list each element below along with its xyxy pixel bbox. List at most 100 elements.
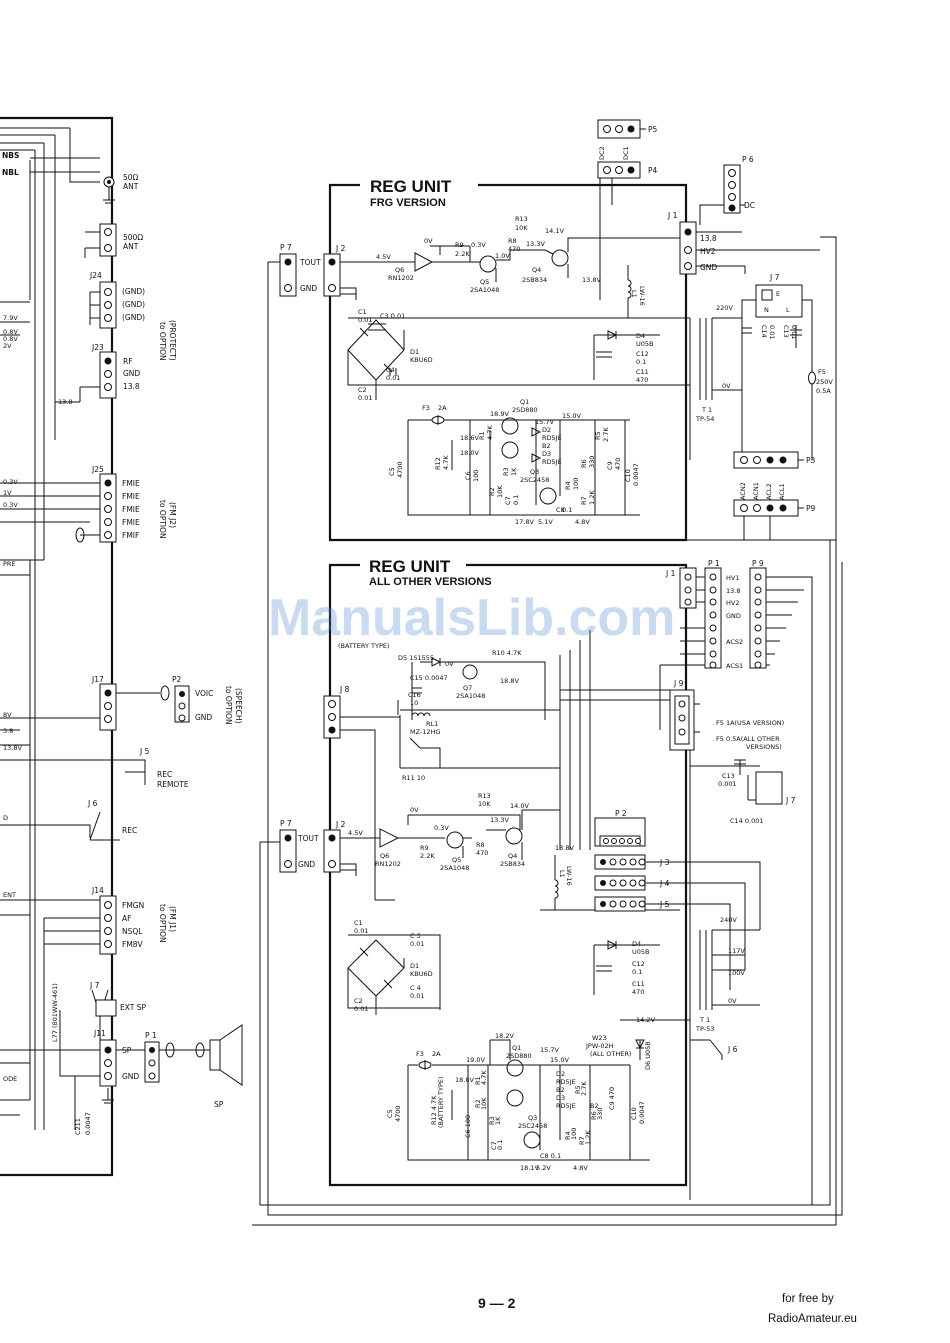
other-d5: D5 1S1555 xyxy=(398,654,434,662)
frg-d3: D3 xyxy=(542,450,551,458)
other-r4: R4 xyxy=(564,1131,572,1140)
other-c2-value: 0.01 xyxy=(354,1005,368,1013)
other-19-0v: 19.0V xyxy=(466,1056,485,1064)
label-fm-j2: (FM J2) xyxy=(168,502,177,528)
other-c10: C10 xyxy=(630,1107,638,1120)
label-j23-gnd: GND xyxy=(123,369,140,378)
other-18-8v: 18.8V xyxy=(500,677,519,685)
frg-r1-value: 4.7K xyxy=(486,425,494,440)
label-gnd-3: (GND) xyxy=(122,313,145,322)
label-pre: PRE xyxy=(3,560,16,568)
other-r8: R8 xyxy=(476,841,485,849)
label-j23-13-8: 13.8 xyxy=(123,382,140,391)
other-d3: D3 xyxy=(556,1094,565,1102)
label-acn2: ACN2 xyxy=(739,482,747,500)
other-d2: D2 xyxy=(556,1070,565,1078)
label-p5: P5 xyxy=(648,125,658,134)
other-r2: R2 xyxy=(474,1099,482,1108)
other-18-1v: 18.1V xyxy=(520,1164,539,1172)
other-d2-b2: B2 xyxy=(556,1086,565,1094)
label-j24: J24 xyxy=(89,271,102,280)
frg-r8: R8 xyxy=(508,237,517,245)
label-ant-2: ANT xyxy=(123,242,139,251)
other-c7: C7 xyxy=(490,1141,498,1150)
other-15-0v: 15.0V xyxy=(550,1056,569,1064)
other-rn1202: RN1202 xyxy=(375,860,401,868)
frg-d1: D1 xyxy=(410,348,419,356)
other-j2: J 2 xyxy=(335,820,346,829)
label-7-9v: 7.9V xyxy=(3,314,18,322)
frg-tout: TOUT xyxy=(299,258,321,267)
other-j5: J 5 xyxy=(659,900,670,909)
other-q7: Q7 xyxy=(463,684,472,692)
other-battery-type-2: (BATTERY TYPE) xyxy=(437,1076,445,1128)
label-remote: REMOTE xyxy=(157,780,189,789)
other-r9-value: 2.2K xyxy=(420,852,435,860)
label-to-option-protect: to OPTION xyxy=(158,322,167,361)
frg-5-1v: 5.1V xyxy=(538,518,553,526)
frg-r7: R7 xyxy=(580,496,588,505)
label-j7-top: J 7 xyxy=(769,273,780,282)
other-p2: P 2 xyxy=(615,809,627,818)
other-f3: F3 xyxy=(416,1050,424,1058)
frg-q5-part: 2SA1048 xyxy=(470,286,499,294)
frg-kbu6d: KBU6D xyxy=(410,356,433,364)
frg-0v-tr: 0V xyxy=(722,382,731,390)
other-rl1: RL1 xyxy=(426,720,438,728)
label-c14-top: C14 xyxy=(760,325,768,338)
other-c5-value: 4700 xyxy=(394,1105,402,1122)
label-acn1: ACN1 xyxy=(752,482,760,500)
other-gnd-p1: GND xyxy=(726,612,741,620)
label-j7-left: J 7 xyxy=(89,981,100,990)
other-r13-value: 10K xyxy=(478,800,491,808)
label-3-8: 3.8 xyxy=(3,727,13,735)
other-battery-type-1: (BATTERY TYPE) xyxy=(338,642,390,650)
other-j3: J 3 xyxy=(659,858,670,867)
other-d1: D1 xyxy=(410,962,419,970)
other-t1: T 1 xyxy=(699,1016,710,1024)
other-p1: P 1 xyxy=(708,559,720,568)
frg-gnd: GND xyxy=(300,284,317,293)
frg-lw16: LW-16 xyxy=(638,286,646,306)
label-p9-top: P9 xyxy=(806,504,816,513)
frg-220v: 220V xyxy=(716,304,733,312)
label-to-option-speech: to OPTION xyxy=(224,686,233,725)
label-0-8v-a: 0.8V xyxy=(3,328,18,336)
label-nbs: NBS xyxy=(2,151,19,160)
other-r5-value: 2.7K xyxy=(580,1081,588,1096)
frg-d3-part: RD5JE xyxy=(542,458,562,466)
label-l77: L77 (801WW-461) xyxy=(51,983,59,1042)
label-p4: P4 xyxy=(648,166,658,175)
top-right-connectors: P5 DC2 DC1 P4 P 6 DC J 7 E N L C14 0.01 … xyxy=(597,119,836,541)
frg-4-5v: 4.5V xyxy=(376,253,391,261)
other-acs2: ACS2 xyxy=(726,638,743,646)
label-nsql: NSQL xyxy=(122,927,143,936)
label-fmie-2: FMIE xyxy=(122,492,140,501)
harness-wires xyxy=(252,165,843,1226)
left-main-board xyxy=(0,116,243,1177)
other-c14: C14 0.001 xyxy=(730,817,763,825)
label-rec-1: REC xyxy=(157,770,172,779)
left-column-labels: NBS NBL 50Ω ANT 500Ω ANT J24 (GND) (GND)… xyxy=(2,151,243,1135)
frg-q5: Q5 xyxy=(480,278,489,286)
label-nbl: NBL xyxy=(2,168,19,177)
frg-c12-value: 0.1 xyxy=(636,358,646,366)
label-c211: C211 xyxy=(74,1118,82,1135)
page-number: 9 — 2 xyxy=(478,1295,516,1311)
frg-d2-b2: B2 xyxy=(542,442,551,450)
other-q1: Q1 xyxy=(512,1044,521,1052)
label-j14: J14 xyxy=(91,886,104,895)
frg-q4: Q4 xyxy=(532,266,541,274)
other-c4: C 4 xyxy=(410,984,421,992)
other-c2: C2 xyxy=(354,997,363,1005)
label-0-3v-a: 0.3V xyxy=(3,478,18,486)
label-dc2: DC2 xyxy=(598,146,606,160)
frg-r9-0-3v: 0.3V xyxy=(471,241,486,249)
other-c16-value: 10 xyxy=(410,699,418,707)
frg-j1-13-8: 13.8 xyxy=(700,234,717,243)
frg-r9: R9 xyxy=(455,241,464,249)
other-c16: C16 xyxy=(408,691,421,699)
frg-0v: 0V xyxy=(424,237,433,245)
label-acl1: ACL1 xyxy=(778,483,786,500)
frg-c6-value: 100 xyxy=(472,470,480,482)
